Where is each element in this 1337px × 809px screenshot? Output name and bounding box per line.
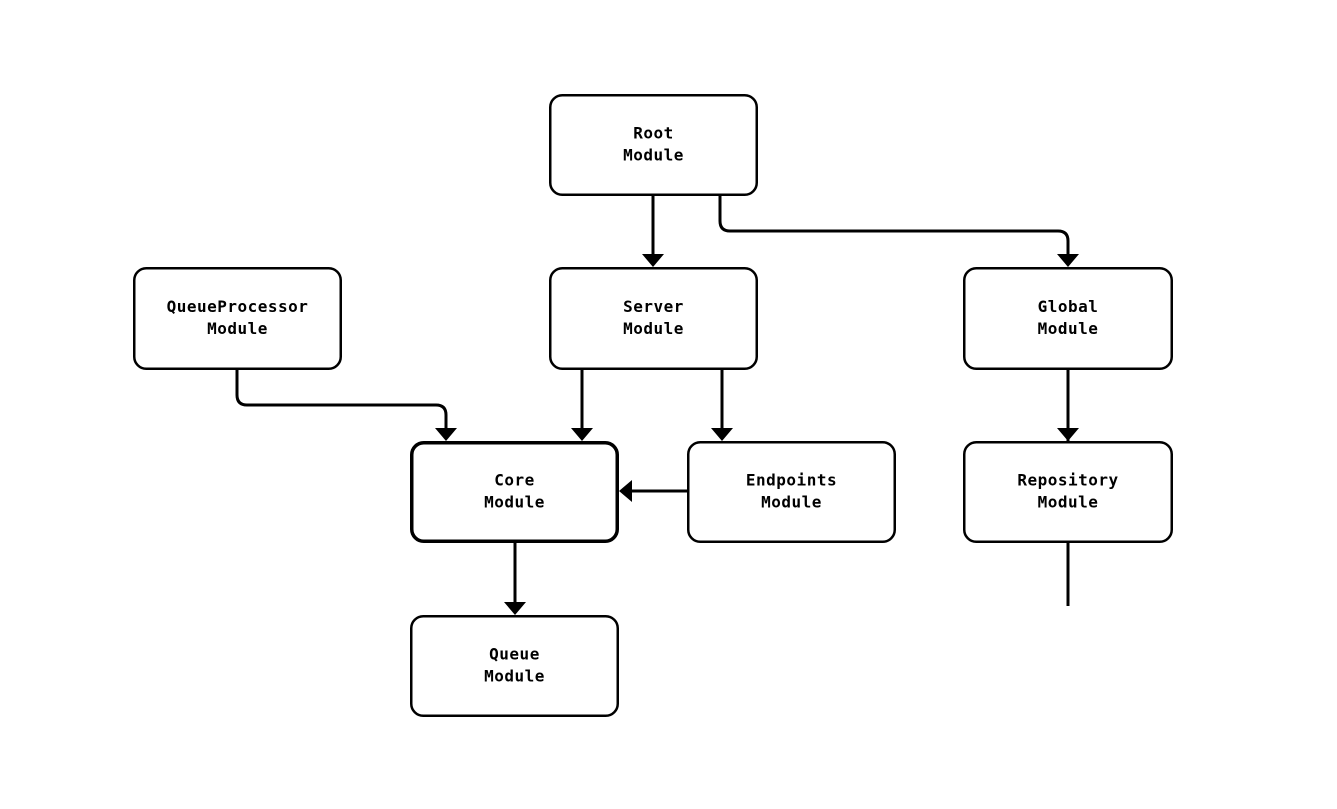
edge-endpoints-to-core [619,480,687,502]
nodes-layer: RootModuleQueueProcessorModuleServerModu… [133,94,1173,717]
arrow-head-icon [1057,428,1079,441]
arrow-head-icon [642,254,664,267]
node-label-line1: Repository [1017,471,1118,490]
node-label-line1: Core [494,471,535,490]
node-label-line2: Module [623,146,684,165]
node-label-line1: Server [623,297,684,316]
arrow-head-icon [619,480,632,502]
node-label-line2: Module [484,493,545,512]
node-label-line1: Queue [489,645,540,664]
node-label-line2: Module [1038,493,1099,512]
node-box[interactable] [410,441,619,543]
edge-queueprocessor-to-core [235,370,457,441]
node-box[interactable] [133,267,342,370]
node-label-line2: Module [1038,319,1099,338]
node-box[interactable] [549,267,758,370]
node-box[interactable] [963,441,1173,543]
arrow-head-icon [435,428,457,441]
node-box[interactable] [687,441,896,543]
arrow-head-icon [711,428,733,441]
node-label-line2: Module [207,319,268,338]
node-box[interactable] [410,615,619,717]
node-label-line2: Module [761,493,822,512]
node-label-line1: Root [633,124,674,143]
node-label-line1: QueueProcessor [167,297,309,316]
node-label-line1: Global [1038,297,1099,316]
node-box[interactable] [549,94,758,196]
edge-root-to-server [642,196,664,267]
arrow-head-icon [504,602,526,615]
edges-layer [235,196,1079,615]
arrow-head-icon [1057,254,1079,267]
edge-server-to-endpoints [711,370,733,441]
edge-line [718,196,1070,258]
node-label-line1: Endpoints [746,471,837,490]
node-box[interactable] [963,267,1173,370]
edge-server-to-core [571,370,593,441]
node-label-line2: Module [623,319,684,338]
edge-core-to-queue [504,543,526,615]
edge-root-to-global [718,196,1079,267]
node-label-line2: Module [484,667,545,686]
edge-line [235,370,448,432]
arrow-head-icon [571,428,593,441]
